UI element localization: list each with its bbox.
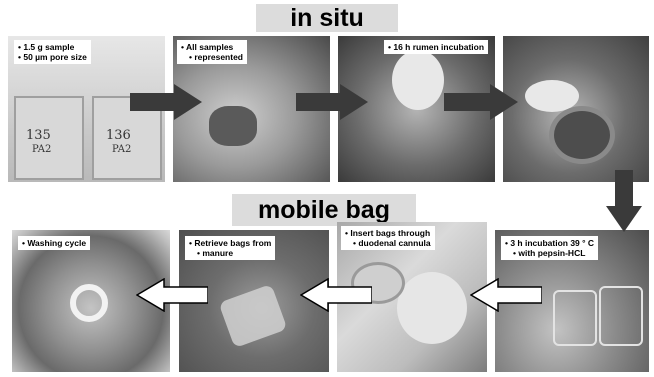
- dark-arrow-right-3: [444, 84, 518, 120]
- step-label-2-line-2: represented: [181, 52, 243, 62]
- in-situ-banner: in situ: [256, 4, 398, 32]
- step-label-2-line-1: All samples: [181, 42, 243, 52]
- step-label-2: All samples represented: [177, 40, 247, 64]
- step-label-3-line-1: 16 h rumen incubation: [388, 42, 484, 52]
- step-label-6-line-2: duodenal cannula: [345, 238, 431, 248]
- beaker-2: [599, 286, 643, 346]
- recovered-bag: [218, 284, 287, 348]
- step-label-6: Insert bags through duodenal cannula: [341, 226, 435, 250]
- dark-arrow-down: [606, 170, 642, 232]
- glove-hand: [392, 50, 444, 110]
- cannula-opening: [549, 106, 615, 164]
- step-label-1-line-2: 50 µm pore size: [18, 52, 87, 62]
- bag-number-left: 135: [26, 128, 51, 143]
- step-label-3: 16 h rumen incubation: [384, 40, 488, 54]
- beaker-1: [553, 290, 597, 346]
- step-label-7-line-1: Retrieve bags from: [189, 238, 271, 248]
- photo-cannula: [503, 36, 649, 182]
- white-arrow-left-2: [300, 278, 372, 312]
- step-label-7: Retrieve bags from manure: [185, 236, 275, 260]
- dark-arrow-right-2: [296, 84, 368, 120]
- dark-arrow-right-1: [130, 84, 202, 120]
- mesh-bag: [209, 106, 257, 146]
- bag-code-right: PA2: [112, 144, 131, 155]
- step-label-5: 3 h incubation 39 ° C with pepsin-HCL: [501, 236, 598, 260]
- step-label-6-line-1: Insert bags through: [345, 228, 431, 238]
- white-arrow-left-3: [470, 278, 542, 312]
- drum-center: [70, 284, 108, 322]
- white-arrow-left-1: [136, 278, 208, 312]
- bag-code-left: PA2: [32, 144, 51, 155]
- step-label-8: Washing cycle: [18, 236, 90, 250]
- bag-number-right: 136: [106, 128, 131, 143]
- step-label-7-line-2: manure: [189, 248, 271, 258]
- step-label-1: 1.5 g sample 50 µm pore size: [14, 40, 91, 64]
- step-label-5-line-2: with pepsin-HCL: [505, 248, 594, 258]
- step-label-5-line-1: 3 h incubation 39 ° C: [505, 238, 594, 248]
- step-label-8-line-1: Washing cycle: [22, 238, 86, 248]
- step-label-1-line-1: 1.5 g sample: [18, 42, 87, 52]
- gloved-hand-7: [397, 272, 467, 344]
